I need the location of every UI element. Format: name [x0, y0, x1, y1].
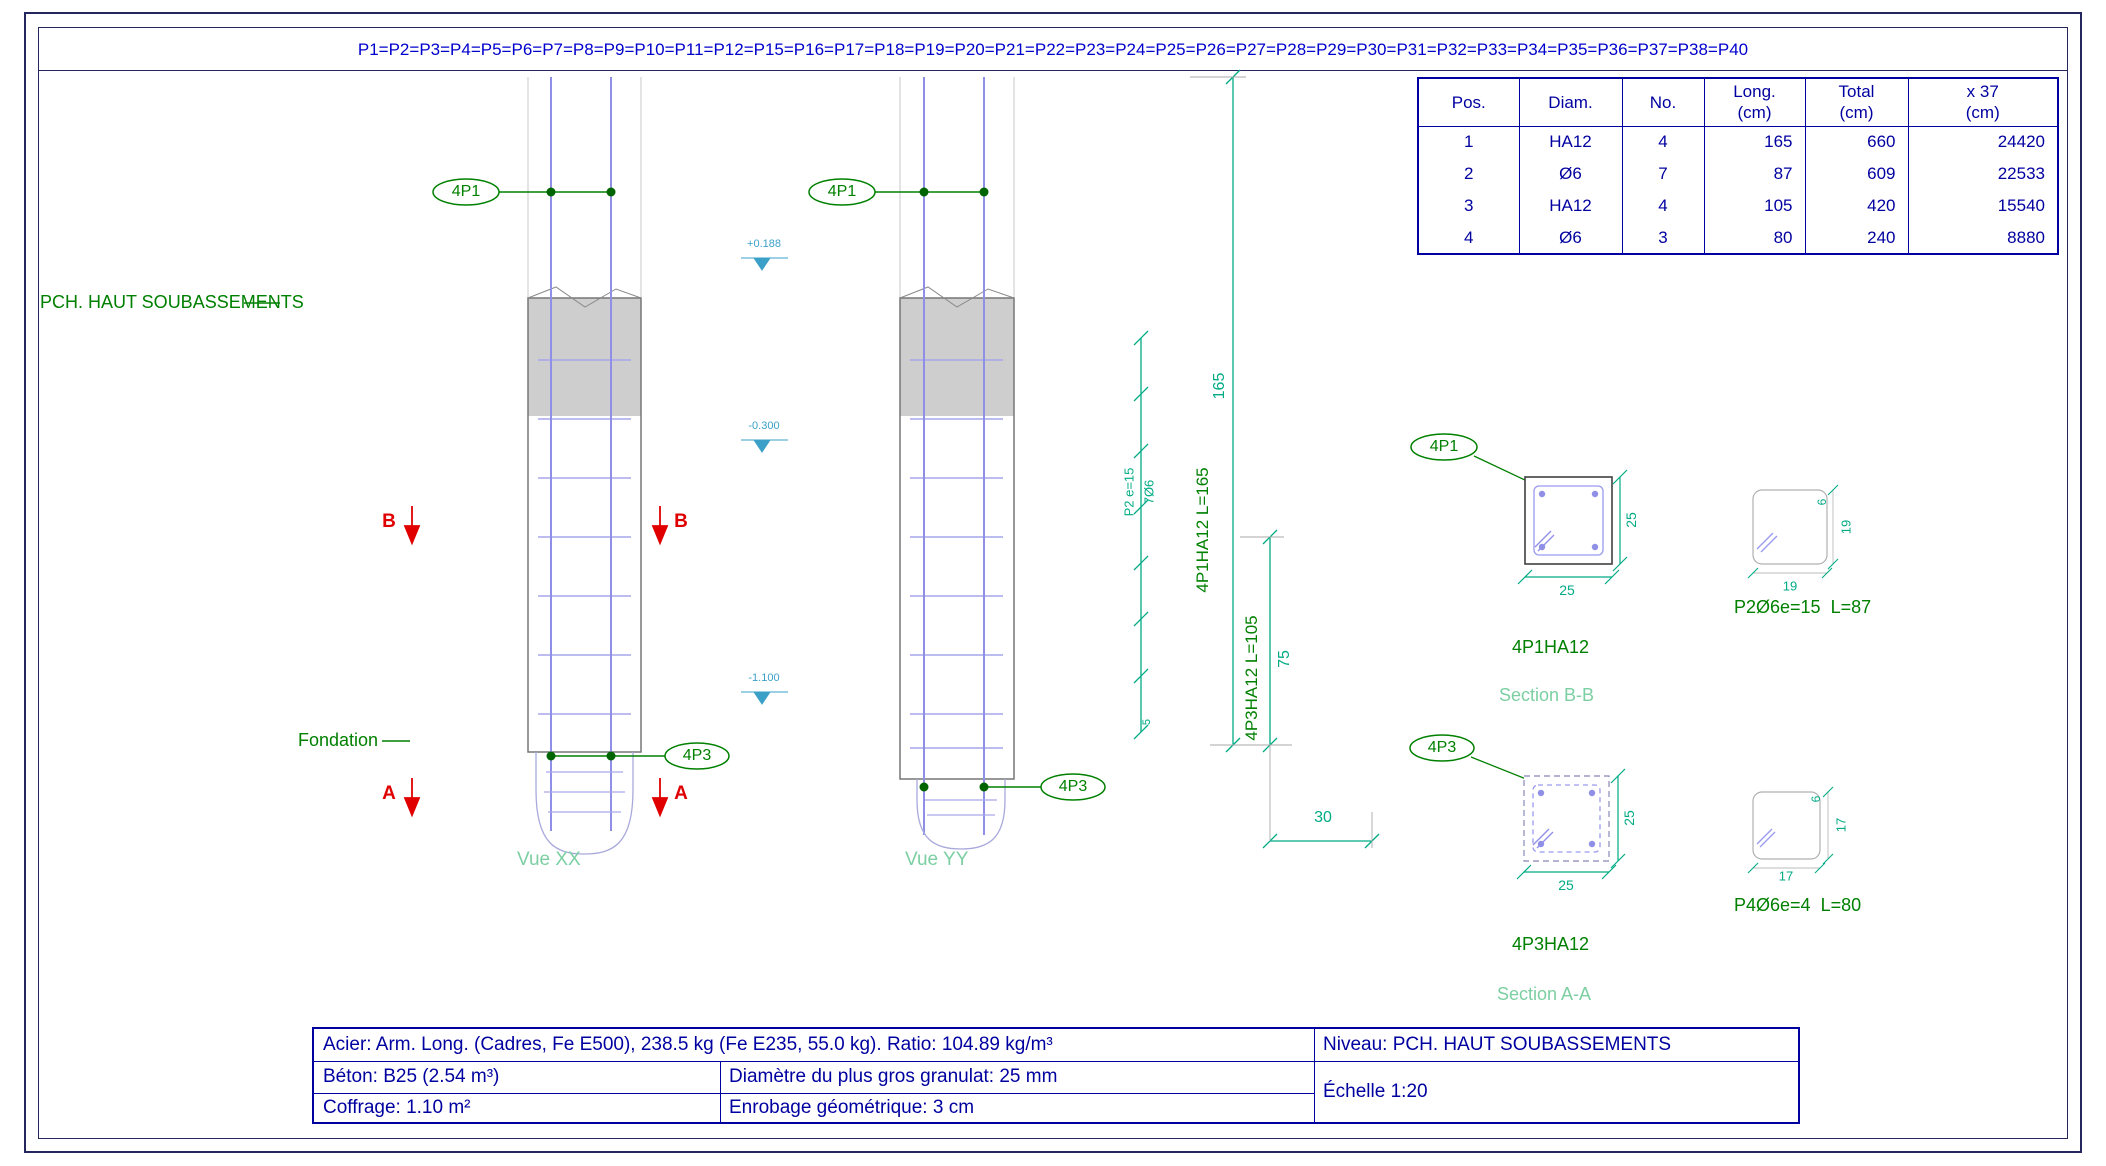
- vue-xx-foundation-stirrups: [544, 771, 625, 813]
- vue-xx-foundation: [535, 752, 634, 855]
- elevation-mid: -0.300: [748, 420, 780, 432]
- sheet-border-inner: [38, 27, 2068, 1139]
- vue-yy-label: Vue YY: [905, 849, 969, 870]
- section-aa-bar-label: 4P3HA12: [1512, 934, 1590, 954]
- dim-spacing-label: P2 e=15: [1121, 467, 1137, 517]
- dimension-lines: [1133, 69, 1380, 849]
- vue-xx-column: [527, 77, 642, 855]
- cover-spec: Enrobage géométrique: 3 cm: [729, 1097, 975, 1118]
- section-a-marker-left: A: [382, 783, 396, 804]
- vue-yy-foundation: [916, 779, 1006, 850]
- elevation-low: -1.100: [748, 672, 780, 684]
- vue-xx-stirrups: [538, 359, 631, 715]
- level-symbols: [741, 257, 788, 705]
- dim-165: 165: [1211, 372, 1228, 400]
- sheet-border-outer: [24, 12, 2082, 1153]
- rebar-schedule-table: Pos. Diam. No. Long.(cm) Total(cm) x 37(…: [1417, 77, 2059, 255]
- section-aa-title: Section A-A: [1497, 984, 1592, 1004]
- concrete-spec: Béton: B25 (2.54 m³): [323, 1066, 500, 1087]
- level-name: Niveau: PCH. HAUT SOUBASSEMENTS: [1323, 1034, 1672, 1055]
- section-bb-bar-label: 4P1HA12: [1512, 637, 1590, 657]
- steel-summary: Acier: Arm. Long. (Cadres, Fe E500), 238…: [323, 1034, 1053, 1055]
- dim-aa-width: 25: [1558, 877, 1574, 893]
- section-a-marker-right: A: [674, 783, 688, 804]
- stirrup-detail-p2: [1747, 484, 1839, 579]
- col-diam: Diam.: [1518, 78, 1622, 127]
- col-x37: x 37(cm): [1907, 78, 2058, 127]
- titleblock-divider: [720, 1061, 721, 1123]
- dim-p2-height: 19: [1838, 519, 1854, 535]
- elevation-top: +0.188: [747, 238, 781, 250]
- callout-4p3-section: 4P3: [1427, 739, 1457, 756]
- stirrup-p4-label: P4Ø6e=4 L=80: [1734, 895, 1862, 915]
- dim-aa-height: 25: [1621, 810, 1637, 826]
- vue-yy-stirrups: [910, 359, 1003, 749]
- callouts: [432, 178, 1106, 801]
- callout-4p3-xx: 4P3: [682, 747, 712, 764]
- dim-bb-height: 25: [1623, 512, 1639, 528]
- formwork-spec: Coffrage: 1.10 m²: [323, 1097, 471, 1118]
- section-cut-arrows: [403, 506, 669, 818]
- callout-4p1-section: 4P1: [1429, 438, 1459, 455]
- vue-yy-column: [899, 77, 1015, 850]
- dim-p4-hook: 6: [1809, 795, 1823, 803]
- section-aa: [1409, 734, 1626, 880]
- fondation-label: Fondation: [298, 730, 379, 750]
- col-total: Total(cm): [1804, 78, 1908, 127]
- col-pos: Pos.: [1418, 78, 1519, 127]
- dim-p2-hook: 6: [1815, 498, 1829, 506]
- col-long: Long.(cm): [1703, 78, 1805, 127]
- bar-4p1-mark: 4P1HA12 L=165: [1193, 467, 1212, 593]
- dim-p4-height: 17: [1833, 817, 1849, 833]
- stirrup-p2-label: P2Ø6e=15 L=87: [1734, 597, 1872, 617]
- column-group-title: P1=P2=P3=P4=P5=P6=P7=P8=P9=P10=P11=P12=P…: [357, 40, 1749, 59]
- callout-4p1-xx: 4P1: [451, 183, 481, 200]
- dim-bb-width: 25: [1559, 582, 1575, 598]
- section-b-marker-left: B: [382, 511, 396, 532]
- section-bb-title: Section B-B: [1499, 685, 1595, 705]
- dim-30: 30: [1314, 809, 1332, 826]
- callout-4p3-yy: 4P3: [1058, 778, 1088, 795]
- section-bb: [1410, 433, 1628, 585]
- section-b-marker-right: B: [674, 511, 688, 532]
- aggregate-spec: Diamètre du plus gros granulat: 25 mm: [729, 1066, 1058, 1087]
- scale-label: Échelle 1:20: [1323, 1081, 1428, 1102]
- level-label: PCH. HAUT SOUBASSEMENTS: [40, 292, 304, 312]
- bar-4p3-mark: 4P3HA12 L=105: [1242, 615, 1261, 741]
- dim-last-spacing: 5: [1141, 718, 1153, 726]
- titleblock-divider: [1314, 1029, 1315, 1123]
- stirrup-detail-p4: [1747, 786, 1834, 874]
- col-no: No.: [1621, 78, 1704, 127]
- titleblock-divider: [314, 1061, 1798, 1062]
- dim-p2-width: 19: [1782, 578, 1798, 594]
- dim-p4-width: 17: [1778, 868, 1794, 884]
- schedule-header-row: Pos. Diam. No. Long.(cm) Total(cm) x 37(…: [1418, 78, 2058, 127]
- vue-yy-foundation-stirrups: [925, 799, 997, 816]
- titleblock-divider: [314, 1093, 1314, 1094]
- dim-count-label: 7Ø6: [1141, 479, 1157, 505]
- callout-4p1-yy: 4P1: [827, 183, 857, 200]
- header-divider: [38, 70, 2068, 71]
- vue-xx-label: Vue XX: [517, 849, 581, 870]
- title-block: Acier: Arm. Long. (Cadres, Fe E500), 238…: [312, 1027, 1800, 1124]
- dim-75: 75: [1276, 650, 1293, 668]
